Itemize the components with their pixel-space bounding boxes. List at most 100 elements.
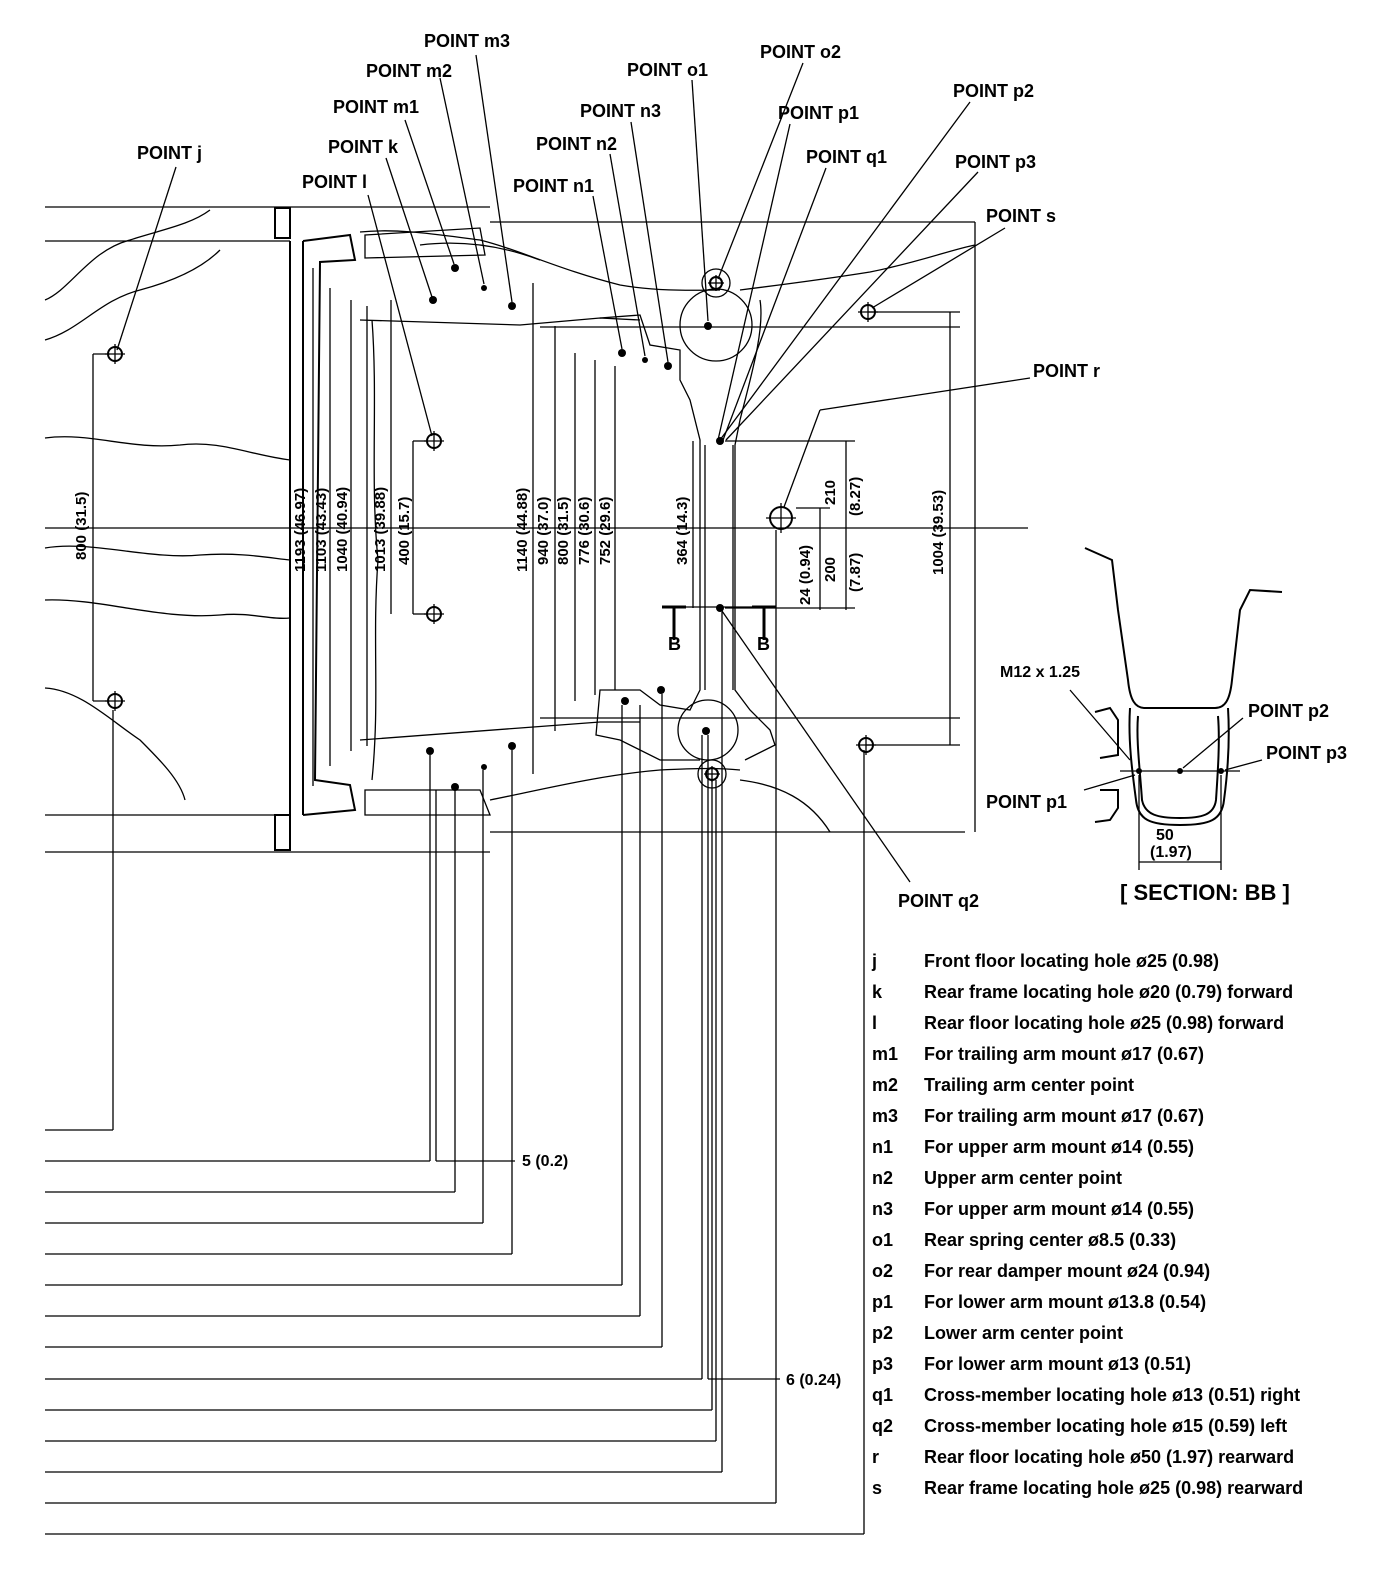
section-label-p1: POINT p1	[986, 792, 1067, 812]
dim-1004: 1004 (39.53)	[930, 490, 947, 575]
hole-r	[766, 503, 796, 533]
legend-code: m3	[872, 1106, 899, 1126]
dim-1040: 1040 (40.94)	[334, 487, 351, 572]
legend-row-n3: n3 For upper arm mount ø14 (0.55)	[872, 1194, 1372, 1225]
legend-row-s: s Rear frame locating hole ø25 (0.98) rea…	[872, 1473, 1372, 1504]
dim-1140: 1140 (44.88)	[514, 488, 531, 572]
legend-code: o1	[872, 1230, 894, 1250]
dim-1013: 1013 (39.88)	[372, 487, 389, 572]
legend-code: o2	[872, 1261, 894, 1281]
legend-code: s	[872, 1478, 883, 1498]
legend-row-p1: p1 For lower arm mount ø13.8 (0.54)	[872, 1287, 1372, 1318]
section-mark-labels: B B	[668, 634, 770, 654]
label-point-p1: POINT p1	[778, 103, 859, 123]
label-point-j: POINT j	[137, 143, 202, 163]
section-mark-b-right: B	[757, 634, 770, 654]
legend-row-p2: p2 Lower arm center point	[872, 1318, 1372, 1349]
legend-code: m2	[872, 1075, 899, 1095]
legend-code: p2	[872, 1323, 894, 1343]
legend-description: For trailing arm mount ø17 (0.67)	[924, 1044, 1205, 1064]
legend-code: n1	[872, 1137, 894, 1157]
dim-800-n: 800 (31.5)	[555, 497, 572, 565]
legend-row-o2: o2 For rear damper mount ø24 (0.94)	[872, 1256, 1372, 1287]
legend-description: Rear frame locating hole ø20 (0.79) forw…	[924, 982, 1294, 1002]
dim-752: 752 (29.6)	[597, 497, 614, 565]
dim-364: 364 (14.3)	[674, 497, 691, 565]
label-point-o1: POINT o1	[627, 60, 708, 80]
legend-description: Rear frame locating hole ø25 (0.98) rear…	[924, 1478, 1304, 1498]
legend-description: For upper arm mount ø14 (0.55)	[924, 1137, 1195, 1157]
legend-code: n3	[872, 1199, 894, 1219]
section-cut-markers	[662, 605, 776, 640]
label-point-k: POINT k	[328, 137, 399, 157]
dim-210-in: (8.27)	[847, 477, 864, 516]
legend-row-r: r Rear floor locating hole ø50 (1.97) rea…	[872, 1442, 1372, 1473]
label-point-n2: POINT n2	[536, 134, 617, 154]
point-labels: POINT j POINT k POINT l POINT m1 POINT m…	[137, 31, 1100, 911]
section-mark-b-left: B	[668, 634, 681, 654]
dimension-labels: 800 (31.5) 1193 (46.97) 1103 (43.43) 104…	[73, 477, 947, 1389]
legend-code: p3	[872, 1354, 894, 1374]
vertical-dimensions	[92, 268, 960, 786]
legend-code: n2	[872, 1168, 894, 1188]
label-point-n1: POINT n1	[513, 176, 594, 196]
section-thread-label: M12 x 1.25	[1000, 664, 1080, 681]
legend-description: Rear spring center ø8.5 (0.33)	[924, 1230, 1177, 1250]
dim-1193: 1193 (46.97)	[292, 488, 309, 572]
label-point-p3: POINT p3	[955, 152, 1036, 172]
legend-code: p1	[872, 1292, 894, 1312]
legend-description: For upper arm mount ø14 (0.55)	[924, 1199, 1195, 1219]
cross-member	[540, 268, 960, 789]
dim-940: 940 (37.0)	[535, 497, 552, 565]
legend-row-m1: m1 For trailing arm mount ø17 (0.67)	[872, 1039, 1372, 1070]
dim-776: 776 (30.6)	[576, 497, 593, 565]
dim-210: 210	[822, 480, 839, 505]
legend-description: Front floor locating hole ø25 (0.98)	[924, 951, 1220, 971]
legend-code: j	[872, 951, 878, 971]
hole-o1	[708, 275, 724, 291]
legend-description: Trailing arm center point	[924, 1075, 1135, 1095]
label-point-q1: POINT q1	[806, 147, 887, 167]
section-bb-detail	[1069, 547, 1283, 870]
section-width-mm: 50	[1156, 827, 1174, 844]
legend-row-m2: m2 Trailing arm center point	[872, 1070, 1372, 1101]
dim-24: 24 (0.94)	[797, 545, 814, 605]
label-point-n3: POINT n3	[580, 101, 661, 121]
legend-row-n1: n1 For upper arm mount ø14 (0.55)	[872, 1132, 1372, 1163]
legend-row-k: k Rear frame locating hole ø20 (0.79) for…	[872, 977, 1372, 1008]
dim-400: 400 (15.7)	[396, 497, 413, 565]
legend-description: Rear floor locating hole ø50 (1.97) rear…	[924, 1447, 1295, 1467]
leader-lines	[116, 54, 1031, 883]
horizontal-dimensions	[45, 530, 865, 1535]
legend-code: r	[872, 1447, 880, 1467]
legend-description: For trailing arm mount ø17 (0.67)	[924, 1106, 1205, 1126]
legend-row-p3: p3 For lower arm mount ø13 (0.51)	[872, 1349, 1372, 1380]
legend-description: Cross-member locating hole ø15 (0.59) le…	[924, 1416, 1288, 1436]
legend-row-n2: n2 Upper arm center point	[872, 1163, 1372, 1194]
legend-row-m3: m3 For trailing arm mount ø17 (0.67)	[872, 1101, 1372, 1132]
legend-code: k	[872, 982, 883, 1002]
dim-5: 5 (0.2)	[522, 1153, 568, 1170]
section-label-p2: POINT p2	[1248, 701, 1329, 721]
dim-1103: 1103 (43.43)	[313, 488, 330, 572]
dim-800-j: 800 (31.5)	[73, 492, 90, 560]
label-point-o2: POINT o2	[760, 42, 841, 62]
legend-description: For lower arm mount ø13.8 (0.54)	[924, 1292, 1207, 1312]
legend-description: For rear damper mount ø24 (0.94)	[924, 1261, 1211, 1281]
legend-description: For lower arm mount ø13 (0.51)	[924, 1354, 1192, 1374]
legend-code: q2	[872, 1416, 894, 1436]
legend-description: Lower arm center point	[924, 1323, 1124, 1343]
dim-6: 6 (0.24)	[786, 1372, 841, 1389]
legend-code: l	[872, 1013, 878, 1033]
section-title: [ SECTION: BB ]	[1120, 880, 1290, 905]
label-point-m2: POINT m2	[366, 61, 452, 81]
legend-description: Upper arm center point	[924, 1168, 1123, 1188]
label-point-p2: POINT p2	[953, 81, 1034, 101]
legend-description: Cross-member locating hole ø13 (0.51) ri…	[924, 1385, 1301, 1405]
legend-code: m1	[872, 1044, 899, 1064]
label-point-l: POINT l	[302, 172, 367, 192]
dim-200: 200	[822, 557, 839, 582]
legend-row-o1: o1 Rear spring center ø8.5 (0.33)	[872, 1225, 1372, 1256]
